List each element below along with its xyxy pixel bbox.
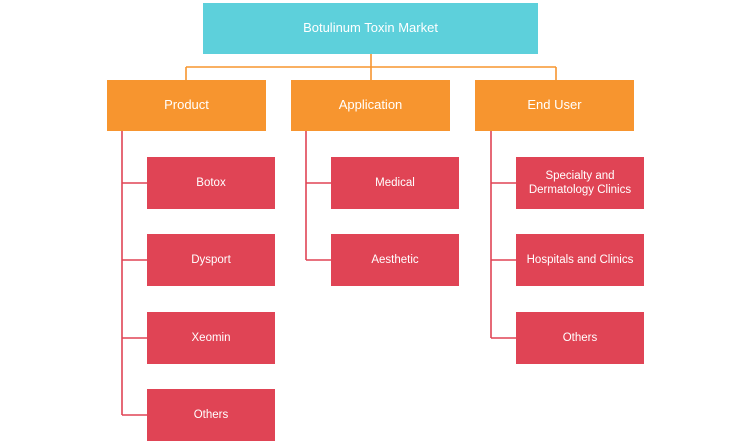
leaf-dysport: Dysport [147,234,275,286]
leaf-xeomin: Xeomin [147,312,275,364]
leaf-specialty-dermatology-clinics: Specialty and Dermatology Clinics [516,157,644,209]
leaf-product-others: Others [147,389,275,441]
category-product: Product [107,80,266,131]
root-label: Botulinum Toxin Market [303,20,438,36]
leaf-botox: Botox [147,157,275,209]
category-label: Product [164,97,209,113]
leaf-label: Others [562,331,598,344]
leaf-label: Aesthetic [371,253,419,266]
leaf-label: Others [193,408,229,421]
leaf-label: Botox [196,176,226,189]
leaf-label: Medical [375,176,415,189]
leaf-hospitals-clinics: Hospitals and Clinics [516,234,644,286]
leaf-end-user-others: Others [516,312,644,364]
root-node: Botulinum Toxin Market [203,3,538,54]
category-label: Application [338,97,403,113]
category-application: Application [291,80,450,131]
leaf-aesthetic: Aesthetic [331,234,459,286]
category-label: End User [527,97,582,113]
leaf-medical: Medical [331,157,459,209]
category-end-user: End User [475,80,634,131]
leaf-label: Specialty and Dermatology Clinics [528,169,632,196]
leaf-label: Dysport [191,253,231,266]
leaf-label: Xeomin [191,331,231,344]
leaf-label: Hospitals and Clinics [526,253,634,266]
